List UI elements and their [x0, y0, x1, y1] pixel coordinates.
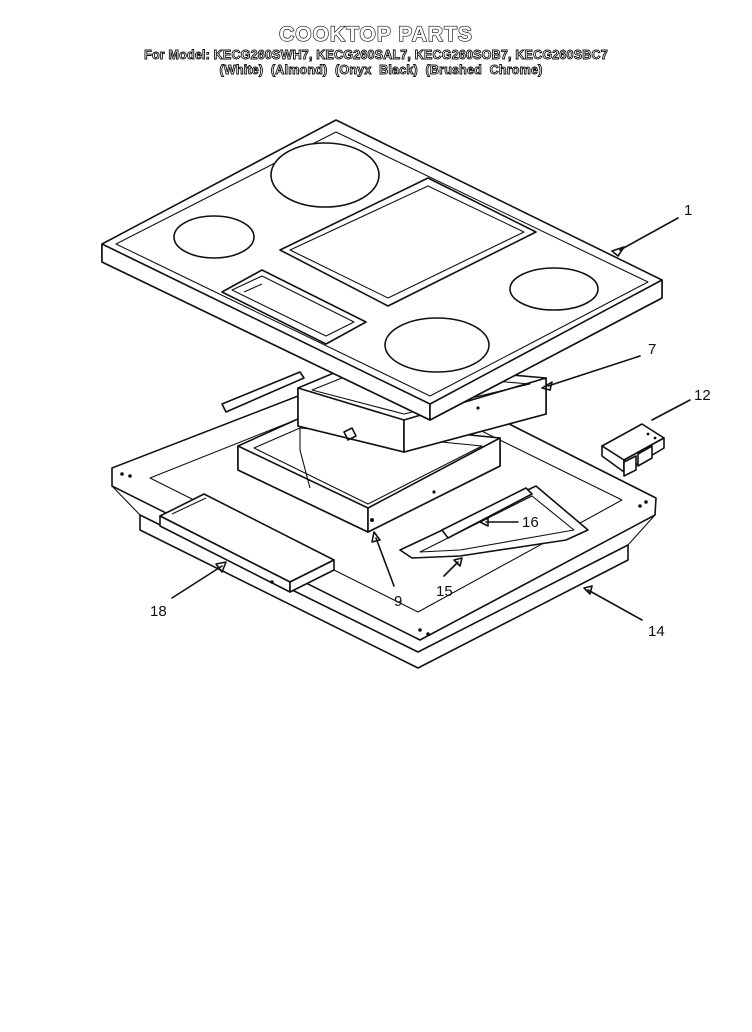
callout-16: 16: [522, 514, 539, 531]
part-9-burner-chamber: [237, 417, 501, 533]
callout-7: 7: [648, 341, 656, 358]
part-12-side-bracket: [601, 423, 665, 477]
diagram-header: COOKTOP PARTS For Model: KECG260SWH7, KE…: [0, 22, 752, 78]
callout-18: 18: [150, 603, 167, 620]
part-18-front-trim: [159, 493, 335, 593]
callout-14: 14: [648, 623, 665, 640]
callout-1: 1: [684, 202, 692, 219]
finish-list: (White) (Almond) (Onyx Black) (Brushed C…: [219, 63, 543, 78]
callout-9: 9: [394, 593, 402, 610]
diagram-title: COOKTOP PARTS: [278, 22, 473, 46]
part-1-cooktop-top: [101, 119, 663, 421]
callout-15: 15: [436, 583, 453, 600]
model-list: For Model: KECG260SWH7, KECG260SAL7, KEC…: [144, 48, 608, 63]
callout-leaders: [171, 217, 691, 621]
callout-12: 12: [694, 387, 711, 404]
